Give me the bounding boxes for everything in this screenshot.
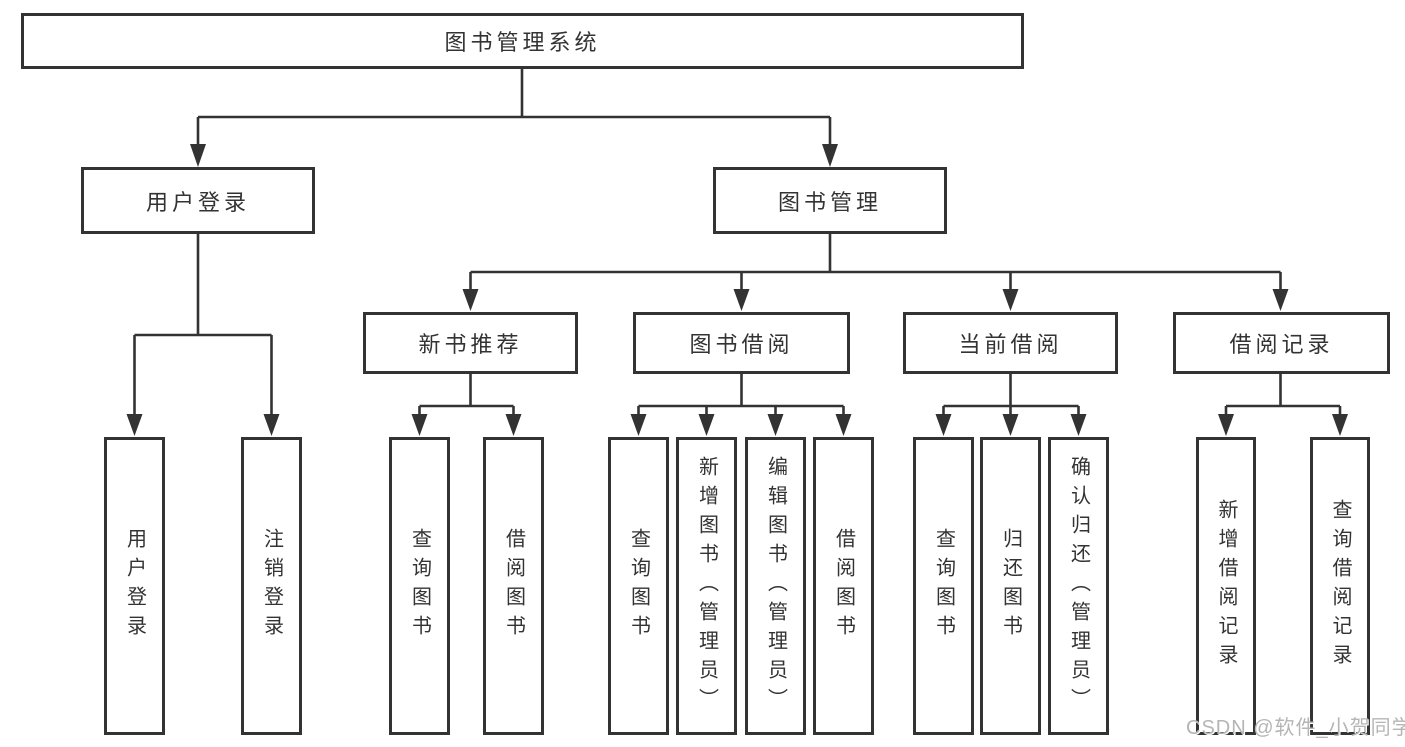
leaf-borrow-books: 借阅图书 xyxy=(813,437,874,735)
leaf-label: 借阅图书 xyxy=(502,528,525,644)
leaf-edit-book-admin: 编辑图书（管理员） xyxy=(745,437,806,735)
node-user-login-module: 用户登录 xyxy=(81,167,315,234)
leaf-return-book: 归还图书 xyxy=(980,437,1041,735)
leaf-add-borrow-record: 新增借阅记录 xyxy=(1196,437,1256,735)
node-new-book-recommend: 新书推荐 xyxy=(363,312,578,374)
leaf-label: 查询图书 xyxy=(627,528,650,644)
leaf-query-borrow-record: 查询借阅记录 xyxy=(1310,437,1370,735)
node-book-management: 图书管理 xyxy=(713,167,947,234)
leaf-user-login: 用户登录 xyxy=(104,437,165,735)
node-book-borrow: 图书借阅 xyxy=(633,312,850,374)
leaf-label: 查询图书 xyxy=(408,528,431,644)
leaf-label: 归还图书 xyxy=(999,528,1022,644)
leaf-confirm-return-admin: 确认归还（管理员） xyxy=(1048,437,1109,735)
leaf-label: 新增借阅记录 xyxy=(1215,499,1237,673)
leaf-label: 编辑图书（管理员） xyxy=(764,455,787,717)
node-root-system: 图书管理系统 xyxy=(21,13,1024,69)
leaf-label: 查询图书 xyxy=(932,528,955,644)
leaf-query-books-recommend: 查询图书 xyxy=(389,437,450,735)
leaf-label: 查询借阅记录 xyxy=(1329,499,1351,673)
leaf-label: 确认归还（管理员） xyxy=(1067,455,1090,717)
arrowhead-icons xyxy=(126,144,1348,436)
leaf-logout: 注销登录 xyxy=(241,437,302,735)
leaf-add-book-admin: 新增图书（管理员） xyxy=(676,437,737,735)
node-current-borrow: 当前借阅 xyxy=(903,312,1118,374)
leaf-query-books-current: 查询图书 xyxy=(913,437,974,735)
leaf-query-books-borrow: 查询图书 xyxy=(608,437,669,735)
leaf-label: 用户登录 xyxy=(123,528,146,644)
leaf-label: 新增图书（管理员） xyxy=(695,455,718,717)
leaf-borrow-books-recommend: 借阅图书 xyxy=(483,437,544,735)
leaf-label: 借阅图书 xyxy=(832,528,855,644)
watermark: CSDN @软件_小贺同学 xyxy=(1186,717,1405,739)
leaf-label: 注销登录 xyxy=(260,528,283,644)
node-borrow-records: 借阅记录 xyxy=(1173,312,1390,374)
